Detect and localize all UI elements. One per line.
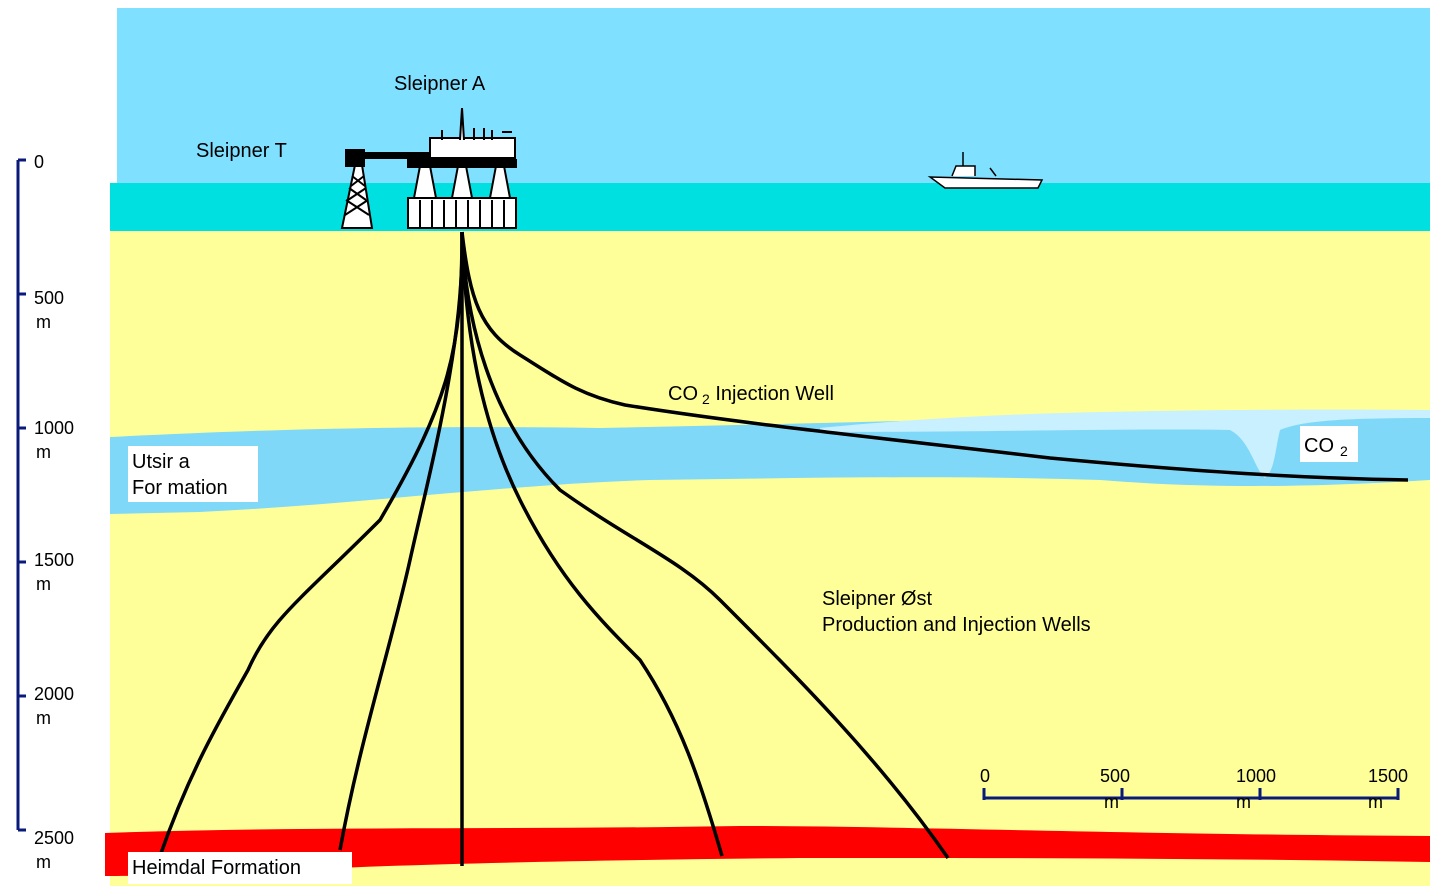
co2-label-box: [1300, 426, 1358, 462]
co2-plume: [820, 409, 1430, 478]
label-co2-well-sub: 2: [702, 391, 710, 407]
heimdal-label-box: [128, 852, 352, 884]
label-sleipner-a: Sleipner A: [394, 73, 486, 95]
depth-tick-2000-unit: m: [36, 708, 51, 728]
label-co2: CO 2: [1304, 435, 1348, 459]
hscale-tick-1000: 1000: [1236, 766, 1276, 786]
horizontal-scale: [982, 788, 1400, 800]
heimdal-formation: [105, 826, 1430, 876]
hscale-tick-1500: 1500: [1368, 766, 1408, 786]
sediment-layer: [110, 231, 1430, 886]
depth-tick-500-unit: m: [36, 312, 51, 332]
well-left: [338, 231, 464, 851]
hscale-tick-500: 500: [1100, 766, 1130, 786]
well-right: [460, 231, 724, 857]
label-ost-line2: Production and Injection Wells: [822, 614, 1091, 636]
hscale-tick-1500-unit: m: [1368, 792, 1383, 812]
label-co2-sub: 2: [1340, 443, 1348, 459]
co2-injection-well: [460, 231, 1409, 482]
sleipner-a-platform-icon: [407, 107, 517, 229]
depth-tick-500: 500: [34, 288, 64, 308]
label-utsira-line1: Utsir a: [132, 451, 191, 473]
depth-tick-1500: 1500: [34, 550, 74, 570]
production-wells: [158, 231, 1409, 866]
depth-scale: [16, 158, 26, 832]
depth-tick-1500-unit: m: [36, 574, 51, 594]
ship-icon: [927, 152, 1044, 189]
hscale-tick-1000-unit: m: [1236, 792, 1251, 812]
hscale-tick-500-unit: m: [1104, 792, 1119, 812]
well-far-right: [460, 231, 950, 859]
label-ost-line1: Sleipner Øst: [822, 588, 932, 610]
label-co2-co: CO: [1304, 435, 1334, 457]
label-utsira-line2: For mation: [132, 477, 228, 499]
hscale-tick-0: 0: [980, 766, 990, 786]
depth-tick-1000: 1000: [34, 418, 74, 438]
depth-tick-2500: 2500: [34, 828, 74, 848]
utsira-label-box: [128, 446, 258, 502]
depth-tick-0: 0: [34, 152, 44, 172]
depth-tick-1000-unit: m: [36, 442, 51, 462]
utsira-formation-band: [110, 414, 1430, 514]
sea-layer: [110, 183, 1430, 231]
label-sleipner-t: Sleipner T: [196, 140, 287, 162]
label-co2-well-rest: Injection Well: [710, 383, 834, 405]
depth-tick-2500-unit: m: [36, 852, 51, 872]
label-co2-well-co: CO: [668, 383, 698, 405]
depth-tick-2000: 2000: [34, 684, 74, 704]
sky: [117, 8, 1430, 184]
label-heimdal: Heimdal Formation: [132, 857, 301, 879]
